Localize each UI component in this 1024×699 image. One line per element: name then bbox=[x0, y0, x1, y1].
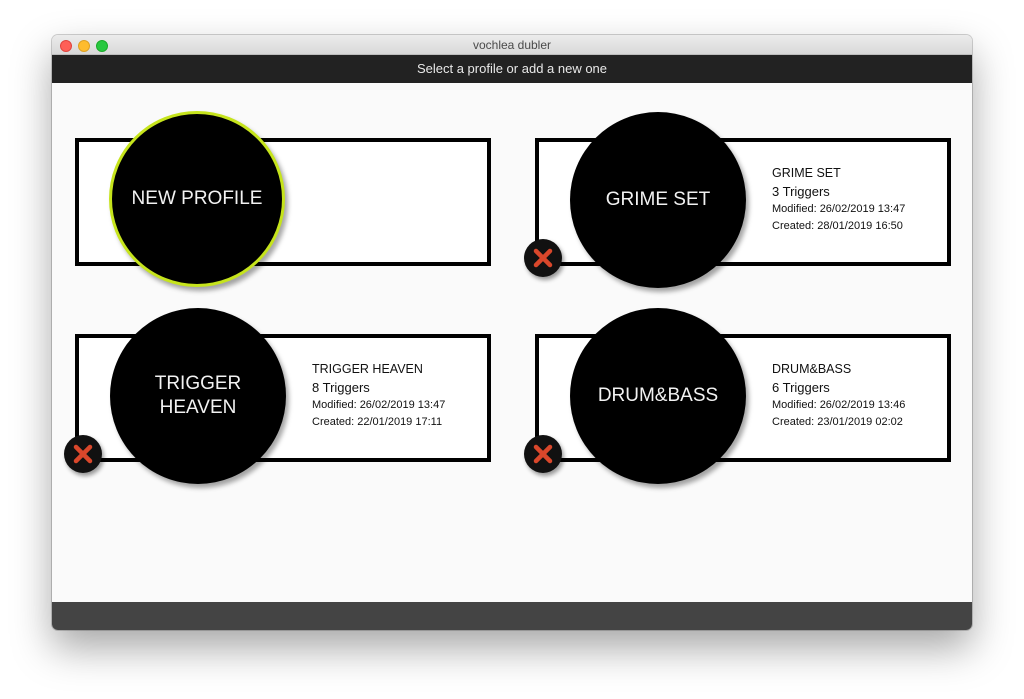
header-instruction: Select a profile or add a new one bbox=[52, 55, 972, 83]
profile-grid: NEW PROFILE GRIME SET GRIME SET 3 Trigge… bbox=[52, 83, 972, 602]
delete-profile-button-grime-set[interactable] bbox=[524, 239, 562, 277]
profile-trigger-count: 3 Triggers bbox=[772, 184, 830, 199]
title-bar: vochlea dubler bbox=[52, 35, 972, 55]
profile-circle-label: GRIME SET bbox=[605, 189, 711, 210]
profile-modified-date: Modified: 26/02/2019 13:46 bbox=[772, 399, 906, 411]
profile-circle-drum-and-bass[interactable]: DRUM&BASS bbox=[570, 308, 746, 484]
profile-name: TRIGGER HEAVEN bbox=[312, 362, 423, 376]
new-profile-label: NEW PROFILE bbox=[131, 188, 263, 209]
close-icon bbox=[533, 444, 553, 464]
profile-circle-grime-set[interactable]: GRIME SET bbox=[570, 112, 746, 288]
window-zoom-button[interactable] bbox=[96, 40, 108, 52]
new-profile-button[interactable]: NEW PROFILE bbox=[109, 111, 285, 287]
profile-name: DRUM&BASS bbox=[772, 362, 852, 376]
window-minimize-button[interactable] bbox=[78, 40, 90, 52]
profile-info-drum-and-bass: DRUM&BASS 6 Triggers Modified: 26/02/201… bbox=[772, 362, 905, 433]
close-icon bbox=[73, 444, 93, 464]
profile-trigger-count: 8 Triggers bbox=[312, 380, 370, 395]
window-close-button[interactable] bbox=[60, 40, 72, 52]
window-title: vochlea dubler bbox=[472, 38, 552, 52]
profile-name: GRIME SET bbox=[772, 166, 841, 180]
profile-created-date: Created: 28/01/2019 16:50 bbox=[772, 220, 903, 232]
profile-created-date: Created: 23/01/2019 02:02 bbox=[772, 416, 903, 428]
profile-modified-date: Modified: 26/02/2019 13:47 bbox=[312, 399, 446, 411]
app-window: vochlea dubler Select a profile or add a… bbox=[52, 35, 972, 630]
profile-info-grime-set: GRIME SET 3 Triggers Modified: 26/02/201… bbox=[772, 166, 905, 237]
profile-modified-date: Modified: 26/02/2019 13:47 bbox=[772, 203, 906, 215]
profile-circle-trigger-heaven[interactable]: TRIGGER HEAVEN bbox=[110, 308, 286, 484]
profile-circle-label: DRUM&BASS bbox=[597, 385, 719, 406]
profile-trigger-count: 6 Triggers bbox=[772, 380, 830, 395]
close-icon bbox=[533, 248, 553, 268]
profile-created-date: Created: 22/01/2019 17:11 bbox=[312, 416, 443, 428]
profile-circle-label: TRIGGER HEAVEN bbox=[154, 373, 242, 418]
footer-bar bbox=[52, 602, 972, 630]
profile-info-trigger-heaven: TRIGGER HEAVEN 8 Triggers Modified: 26/0… bbox=[312, 362, 445, 433]
delete-profile-button-trigger-heaven[interactable] bbox=[64, 435, 102, 473]
delete-profile-button-drum-and-bass[interactable] bbox=[524, 435, 562, 473]
